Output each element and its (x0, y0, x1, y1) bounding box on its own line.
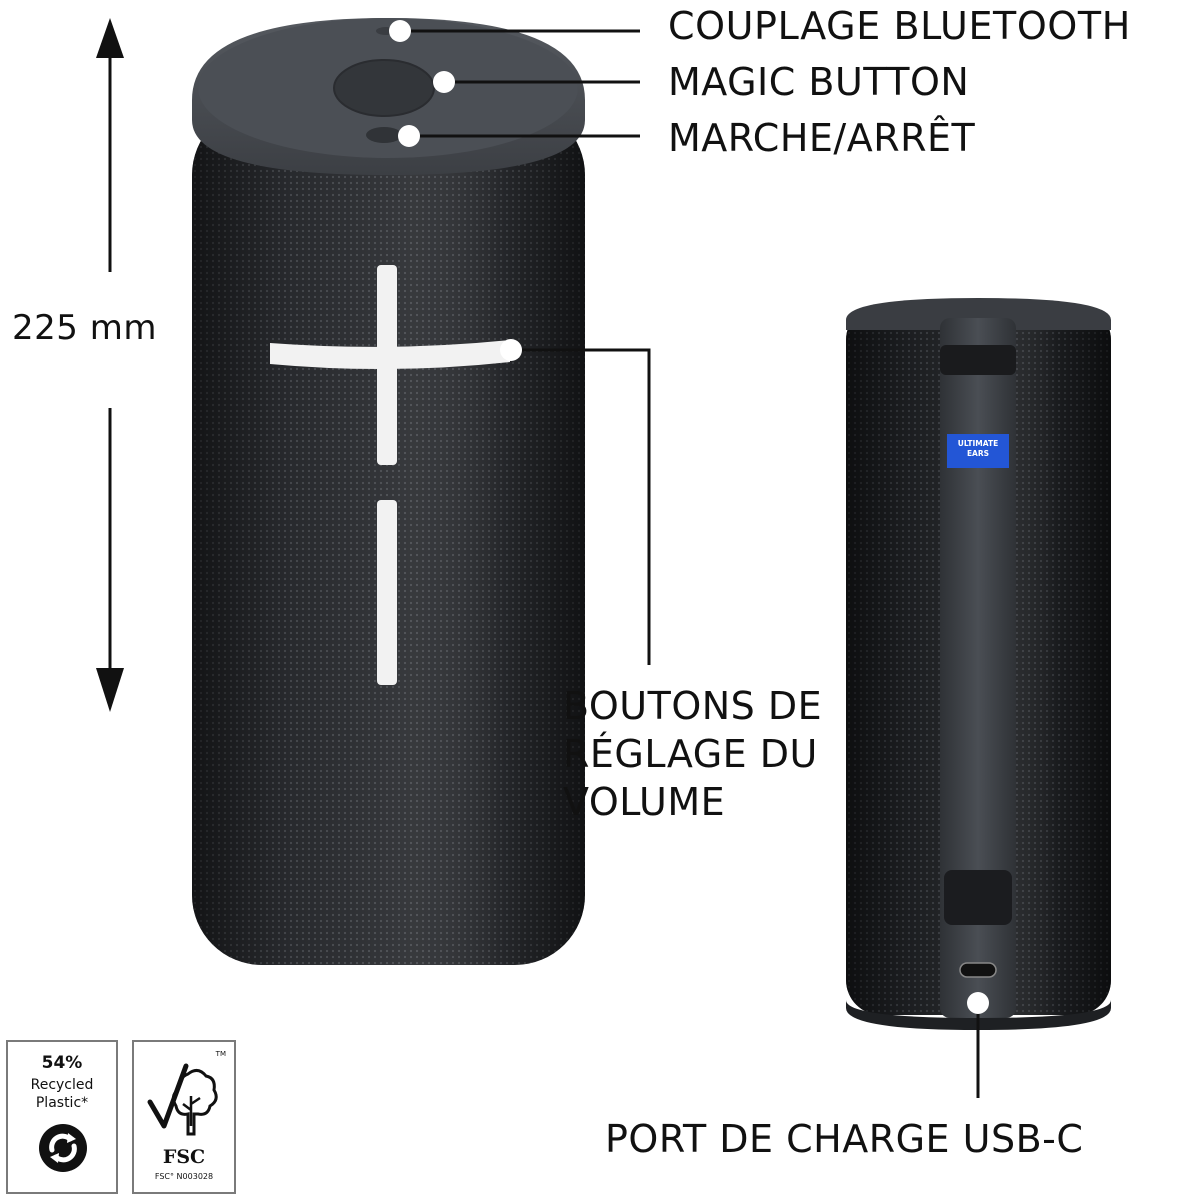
front-speaker (192, 18, 585, 965)
recycled-percent: 54% (41, 1053, 83, 1073)
fsc-trademark: TM (215, 1050, 226, 1058)
power-button[interactable] (366, 127, 402, 143)
magic-button[interactable] (333, 59, 435, 117)
label-power: MARCHE/ARRÊT (668, 116, 976, 160)
callout-dot-volume (500, 339, 522, 361)
recycled-plastic-badge: 54% Recycled Plastic* (6, 1040, 118, 1194)
label-volume-buttons: BOUTONS DE RÉGLAGE DU VOLUME (563, 684, 823, 824)
back-speaker-base (846, 1000, 1111, 1030)
fsc-badge: TM FSC FSC° N003028 (132, 1040, 236, 1194)
usbc-port[interactable] (959, 962, 997, 978)
recycle-icon (39, 1124, 87, 1172)
recycled-line1: Recycled (30, 1077, 94, 1093)
strap-top-loop (940, 345, 1016, 375)
label-magic-button: MAGIC BUTTON (668, 60, 970, 104)
label-usbc-port: PORT DE CHARGE USB-C (605, 1117, 1084, 1161)
callout-dot-bluetooth (389, 20, 411, 42)
back-strap (940, 318, 1016, 1018)
callout-line-volume (511, 348, 651, 665)
callout-dot-magic (433, 71, 455, 93)
volume-plus-horizontal[interactable] (270, 340, 510, 370)
fsc-wordmark: FSC (162, 1146, 206, 1168)
fsc-tree-check-icon (147, 1063, 218, 1136)
brand-tag-line2: EARS (966, 449, 990, 458)
back-speaker (846, 298, 1111, 1030)
height-dimension-arrow (96, 18, 124, 712)
callouts (389, 20, 989, 1098)
label-bluetooth-pairing: COUPLAGE BLUETOOTH (668, 4, 1131, 48)
label-height-dimension: 225 mm (12, 308, 157, 348)
callout-dot-usbc (967, 992, 989, 1014)
ultimate-ears-logo-tag: ULTIMATE EARS (947, 434, 1009, 468)
strap-bottom-buckle (944, 870, 1012, 925)
back-speaker-cap (846, 298, 1111, 330)
volume-minus-bar[interactable] (377, 500, 397, 685)
recycled-line2: Plastic* (35, 1095, 89, 1111)
fsc-license-code: FSC° N003028 (154, 1172, 214, 1181)
brand-tag-line1: ULTIMATE (957, 439, 999, 448)
callout-dot-power (398, 125, 420, 147)
